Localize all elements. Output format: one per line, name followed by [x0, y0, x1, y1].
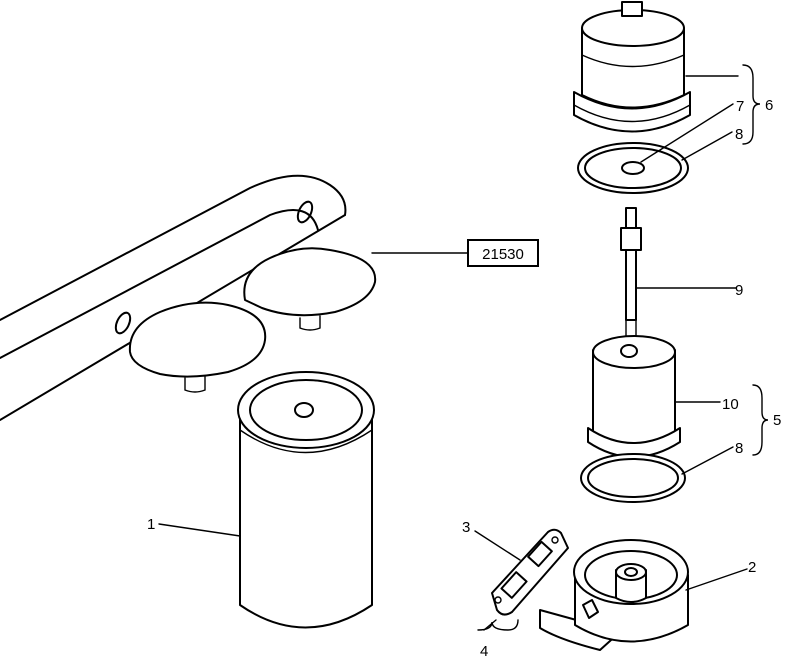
callout-labels: 1 2 3 4 5 6 7 8 8 9 10: [147, 97, 781, 660]
reference-number: 21530: [482, 246, 524, 263]
filter-cartridge: [237, 371, 375, 629]
label-7: 7: [736, 98, 744, 115]
label-5: 5: [773, 412, 781, 429]
manifold-pipe: [0, 174, 377, 421]
label-1: 1: [147, 516, 155, 533]
seal-ring-upper: [577, 142, 689, 194]
label-6: 6: [765, 97, 773, 114]
seal-ring-lower: [580, 453, 686, 503]
lower-bowl: [587, 335, 681, 458]
label-8-upper: 8: [735, 126, 743, 143]
gasket: [491, 528, 569, 616]
label-9: 9: [735, 282, 743, 299]
label-8-lower: 8: [735, 440, 743, 457]
filter-head: [539, 539, 689, 651]
label-2: 2: [748, 559, 756, 576]
label-10: 10: [722, 396, 739, 413]
label-3: 3: [462, 519, 470, 536]
leader-lines: [158, 64, 769, 631]
center-rod: [620, 207, 642, 341]
reference-box-21530[interactable]: 21530: [467, 239, 539, 267]
label-4: 4: [480, 643, 488, 660]
upper-bowl: [573, 1, 691, 133]
